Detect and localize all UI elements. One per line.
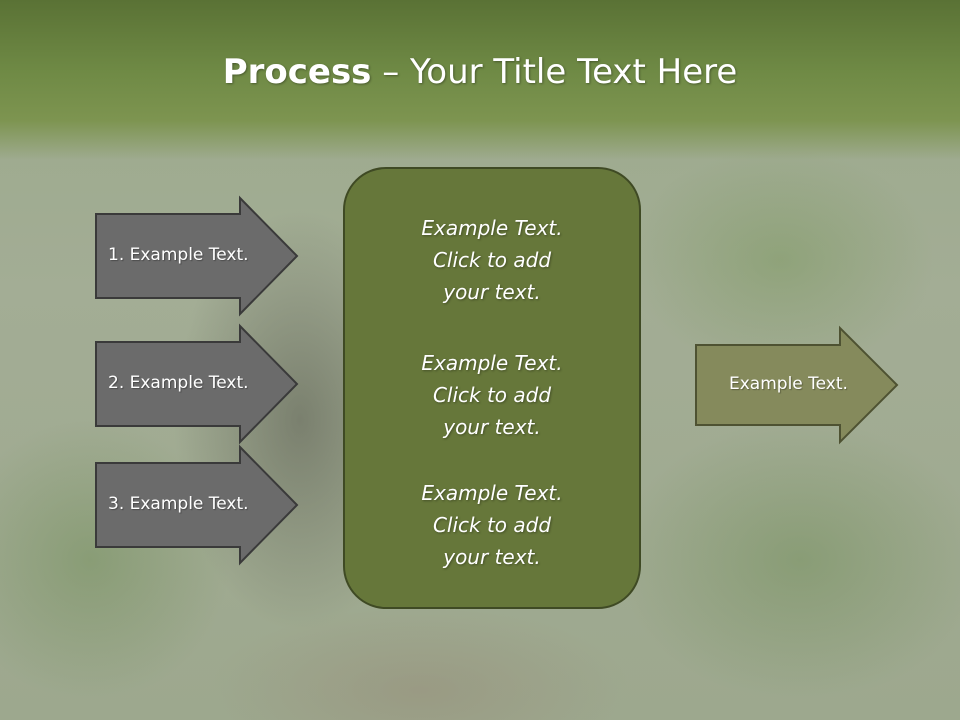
center-box[interactable] (343, 167, 641, 609)
left-arrow-3[interactable] (95, 444, 299, 566)
left-arrow-2-label: 2. Example Text. (108, 373, 249, 393)
center-text-block-1: Example Text. Click to add your text. (346, 212, 638, 308)
right-arrow-label: Example Text. (729, 374, 848, 394)
left-arrow-3-label: 3. Example Text. (108, 494, 249, 514)
slide-title[interactable]: Process – Your Title Text Here (0, 52, 960, 92)
center-text-line: Click to add (432, 248, 552, 272)
left-arrow-1[interactable] (95, 195, 299, 317)
center-text-line: Example Text. (421, 481, 563, 505)
center-text-line: your text. (443, 415, 541, 439)
center-text-line: Example Text. (421, 216, 563, 240)
right-arrow[interactable] (695, 325, 899, 445)
center-text-line: your text. (443, 545, 541, 569)
header-band (0, 0, 960, 160)
center-text-line: Click to add (432, 513, 552, 537)
center-text-line: your text. (443, 280, 541, 304)
center-text-block-3: Example Text. Click to add your text. (346, 477, 638, 573)
center-text-line: Click to add (432, 383, 552, 407)
title-rest: – Your Title Text Here (371, 52, 738, 92)
left-arrow-2[interactable] (95, 323, 299, 445)
center-text-block-2: Example Text. Click to add your text. (346, 347, 638, 443)
center-text-line: Example Text. (421, 351, 563, 375)
left-arrow-1-label: 1. Example Text. (108, 245, 249, 265)
title-bold: Process (222, 52, 372, 92)
